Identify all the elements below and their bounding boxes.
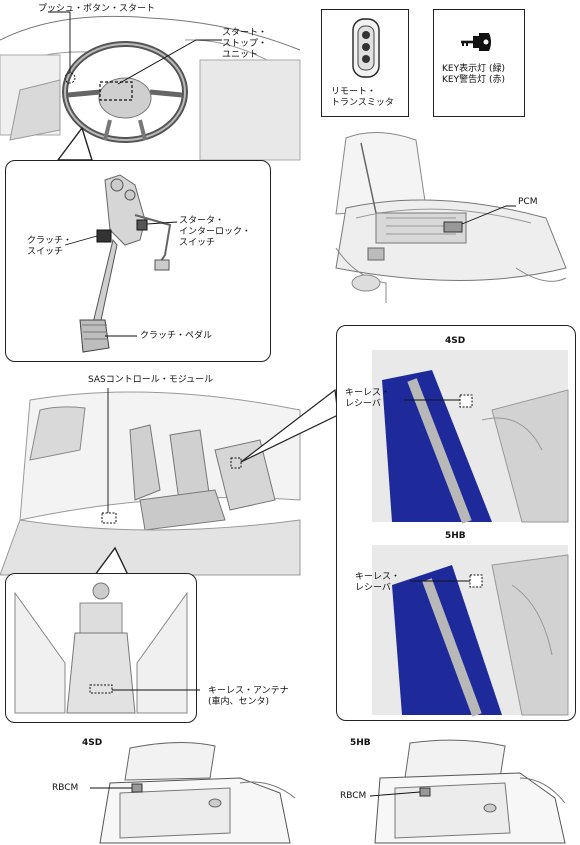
key-indicator-label: KEY表示灯 (緑) KEY警告灯 (赤) xyxy=(442,64,505,85)
trunk-5hb-illustration xyxy=(369,738,570,844)
trunk-4sd-illustration xyxy=(90,738,300,844)
panel-4sd-title: 4SD xyxy=(445,336,466,346)
keyless-receiver-5hb-label: キーレス・ レシーバ xyxy=(355,572,401,593)
trunk-5hb-title: 5HB xyxy=(350,738,371,748)
push-button-start-label: プッシュ・ボタン・スタート xyxy=(38,4,156,14)
receiver-5hb-illustration xyxy=(372,545,569,717)
console-illustration xyxy=(5,573,200,723)
key-icon xyxy=(433,9,525,117)
keyless-antenna-label: キーレス・アンテナ (車内、センタ) xyxy=(208,686,289,707)
keyless-receiver-4sd-label: キーレス・ レシーバ xyxy=(345,388,391,409)
start-stop-unit-label: スタート・ ストップ・ ユニット xyxy=(222,28,268,60)
rbcm-4sd-label: RBCM xyxy=(52,783,79,793)
clutch-pedal-label: クラッチ・ペダル xyxy=(140,331,213,341)
remote-transmitter-icon xyxy=(321,9,409,117)
pcm-label: PCM xyxy=(518,197,538,207)
engine-bay-illustration xyxy=(316,118,580,318)
key-indicator-box xyxy=(433,9,525,117)
clutch-switch-label: クラッチ・ スイッチ xyxy=(27,236,73,257)
interior-illustration xyxy=(0,380,339,576)
panel-5hb-title: 5HB xyxy=(445,531,466,541)
receiver-4sd-illustration xyxy=(372,350,569,524)
pedal-inset-frame xyxy=(5,160,271,362)
cockpit-illustration xyxy=(0,0,301,161)
starter-interlock-switch-label: スタータ・ インターロック・ スイッチ xyxy=(179,216,251,248)
trunk-4sd-title: 4SD xyxy=(82,738,103,748)
remote-transmitter-label: リモート・ トランスミッタ xyxy=(331,87,394,108)
sas-control-module-label: SASコントロール・モジュール xyxy=(88,375,214,385)
pedal-illustration xyxy=(5,160,271,362)
rbcm-5hb-label: RBCM xyxy=(340,791,367,801)
